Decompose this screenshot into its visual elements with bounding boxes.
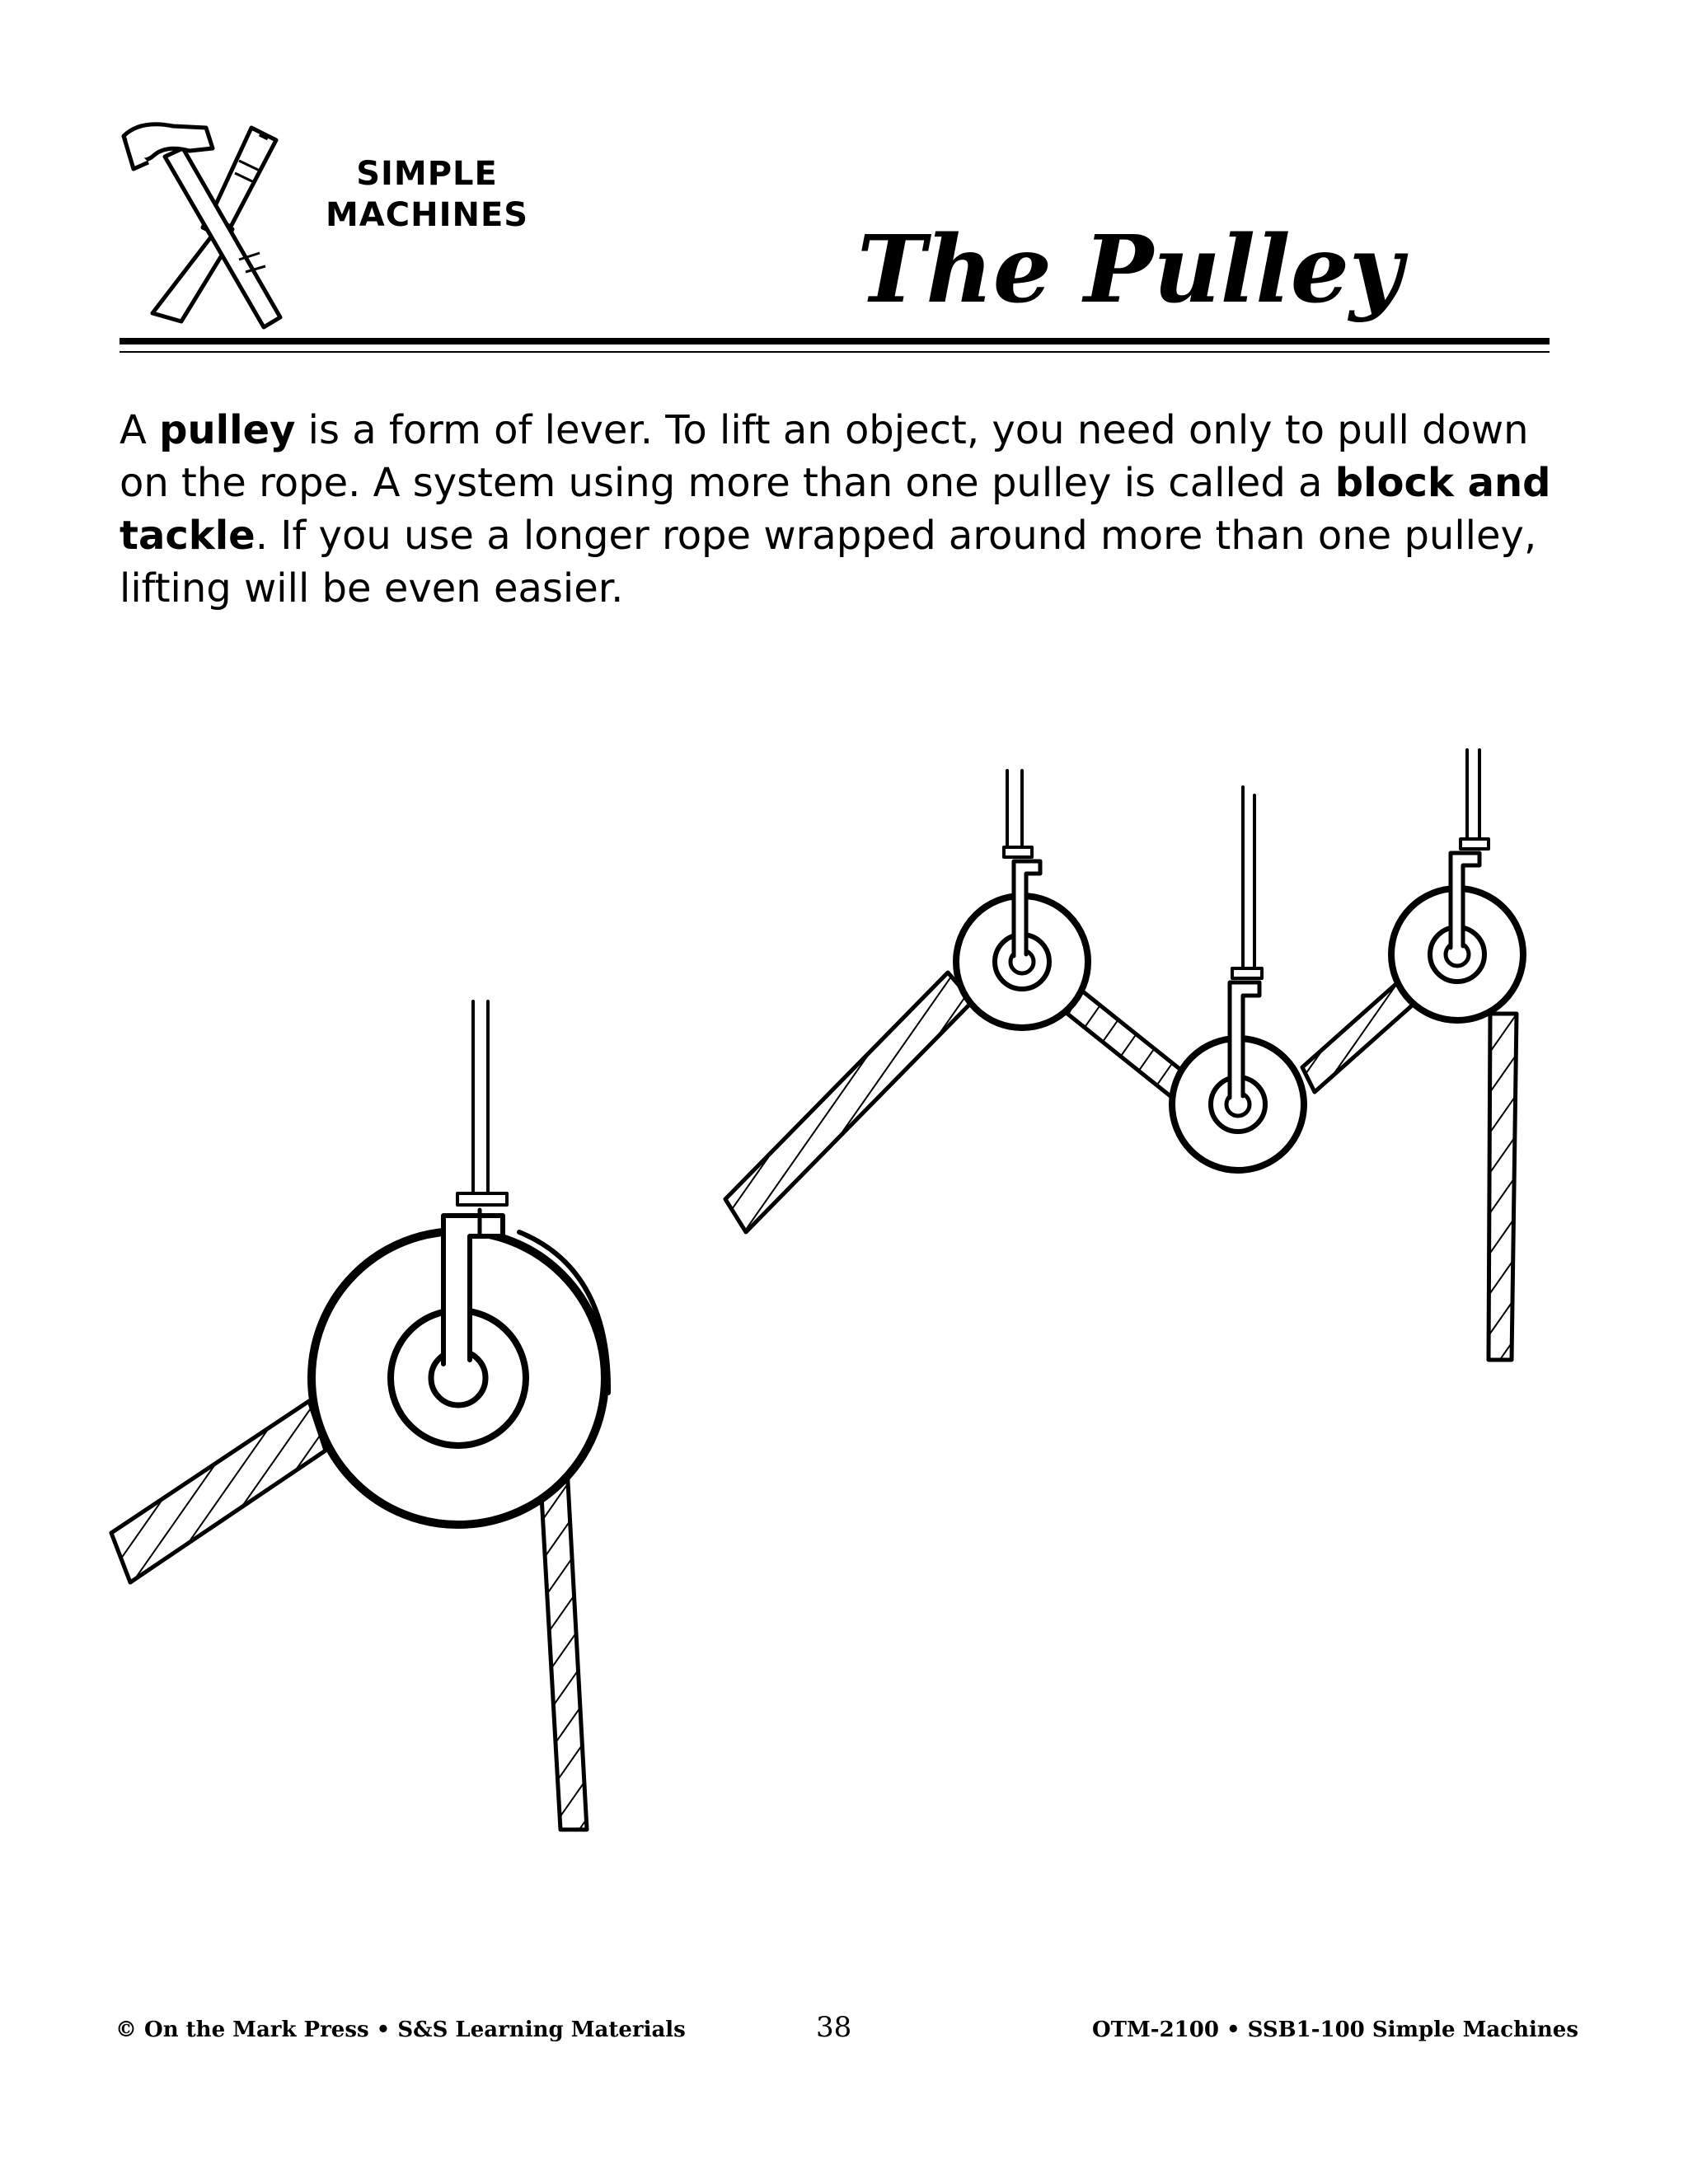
block-and-tackle-icon <box>723 748 1526 1362</box>
page-title: The Pulley <box>857 216 1404 324</box>
header-rule-thin <box>120 351 1550 353</box>
hammer-chisel-logo-icon <box>121 122 283 330</box>
header-rule-thick <box>120 338 1550 344</box>
footer-publisher: © On the Mark Press • S&S Learning Mater… <box>115 2018 686 2042</box>
series-title: SIMPLE MACHINES <box>326 153 528 236</box>
term-block-and-tackle: block and tackle <box>120 460 1551 559</box>
footer-page-number: 38 <box>816 2011 852 2044</box>
intro-text-part1: A <box>120 407 160 453</box>
intro-text-part2: is a form of lever. To lift an object, y… <box>120 407 1529 506</box>
single-pulley-icon <box>109 1000 612 1832</box>
series-title-line1: SIMPLE <box>356 155 498 193</box>
intro-paragraph: A pulley is a form of lever. To lift an … <box>120 404 1570 615</box>
series-title-line2: MACHINES <box>326 196 529 234</box>
pulley-illustration <box>109 748 1526 1832</box>
footer-product-code: OTM-2100 • SSB1-100 Simple Machines <box>1092 2018 1578 2042</box>
term-pulley: pulley <box>159 407 296 453</box>
intro-text-part3: . If you use a longer rope wrapped aroun… <box>120 513 1537 612</box>
